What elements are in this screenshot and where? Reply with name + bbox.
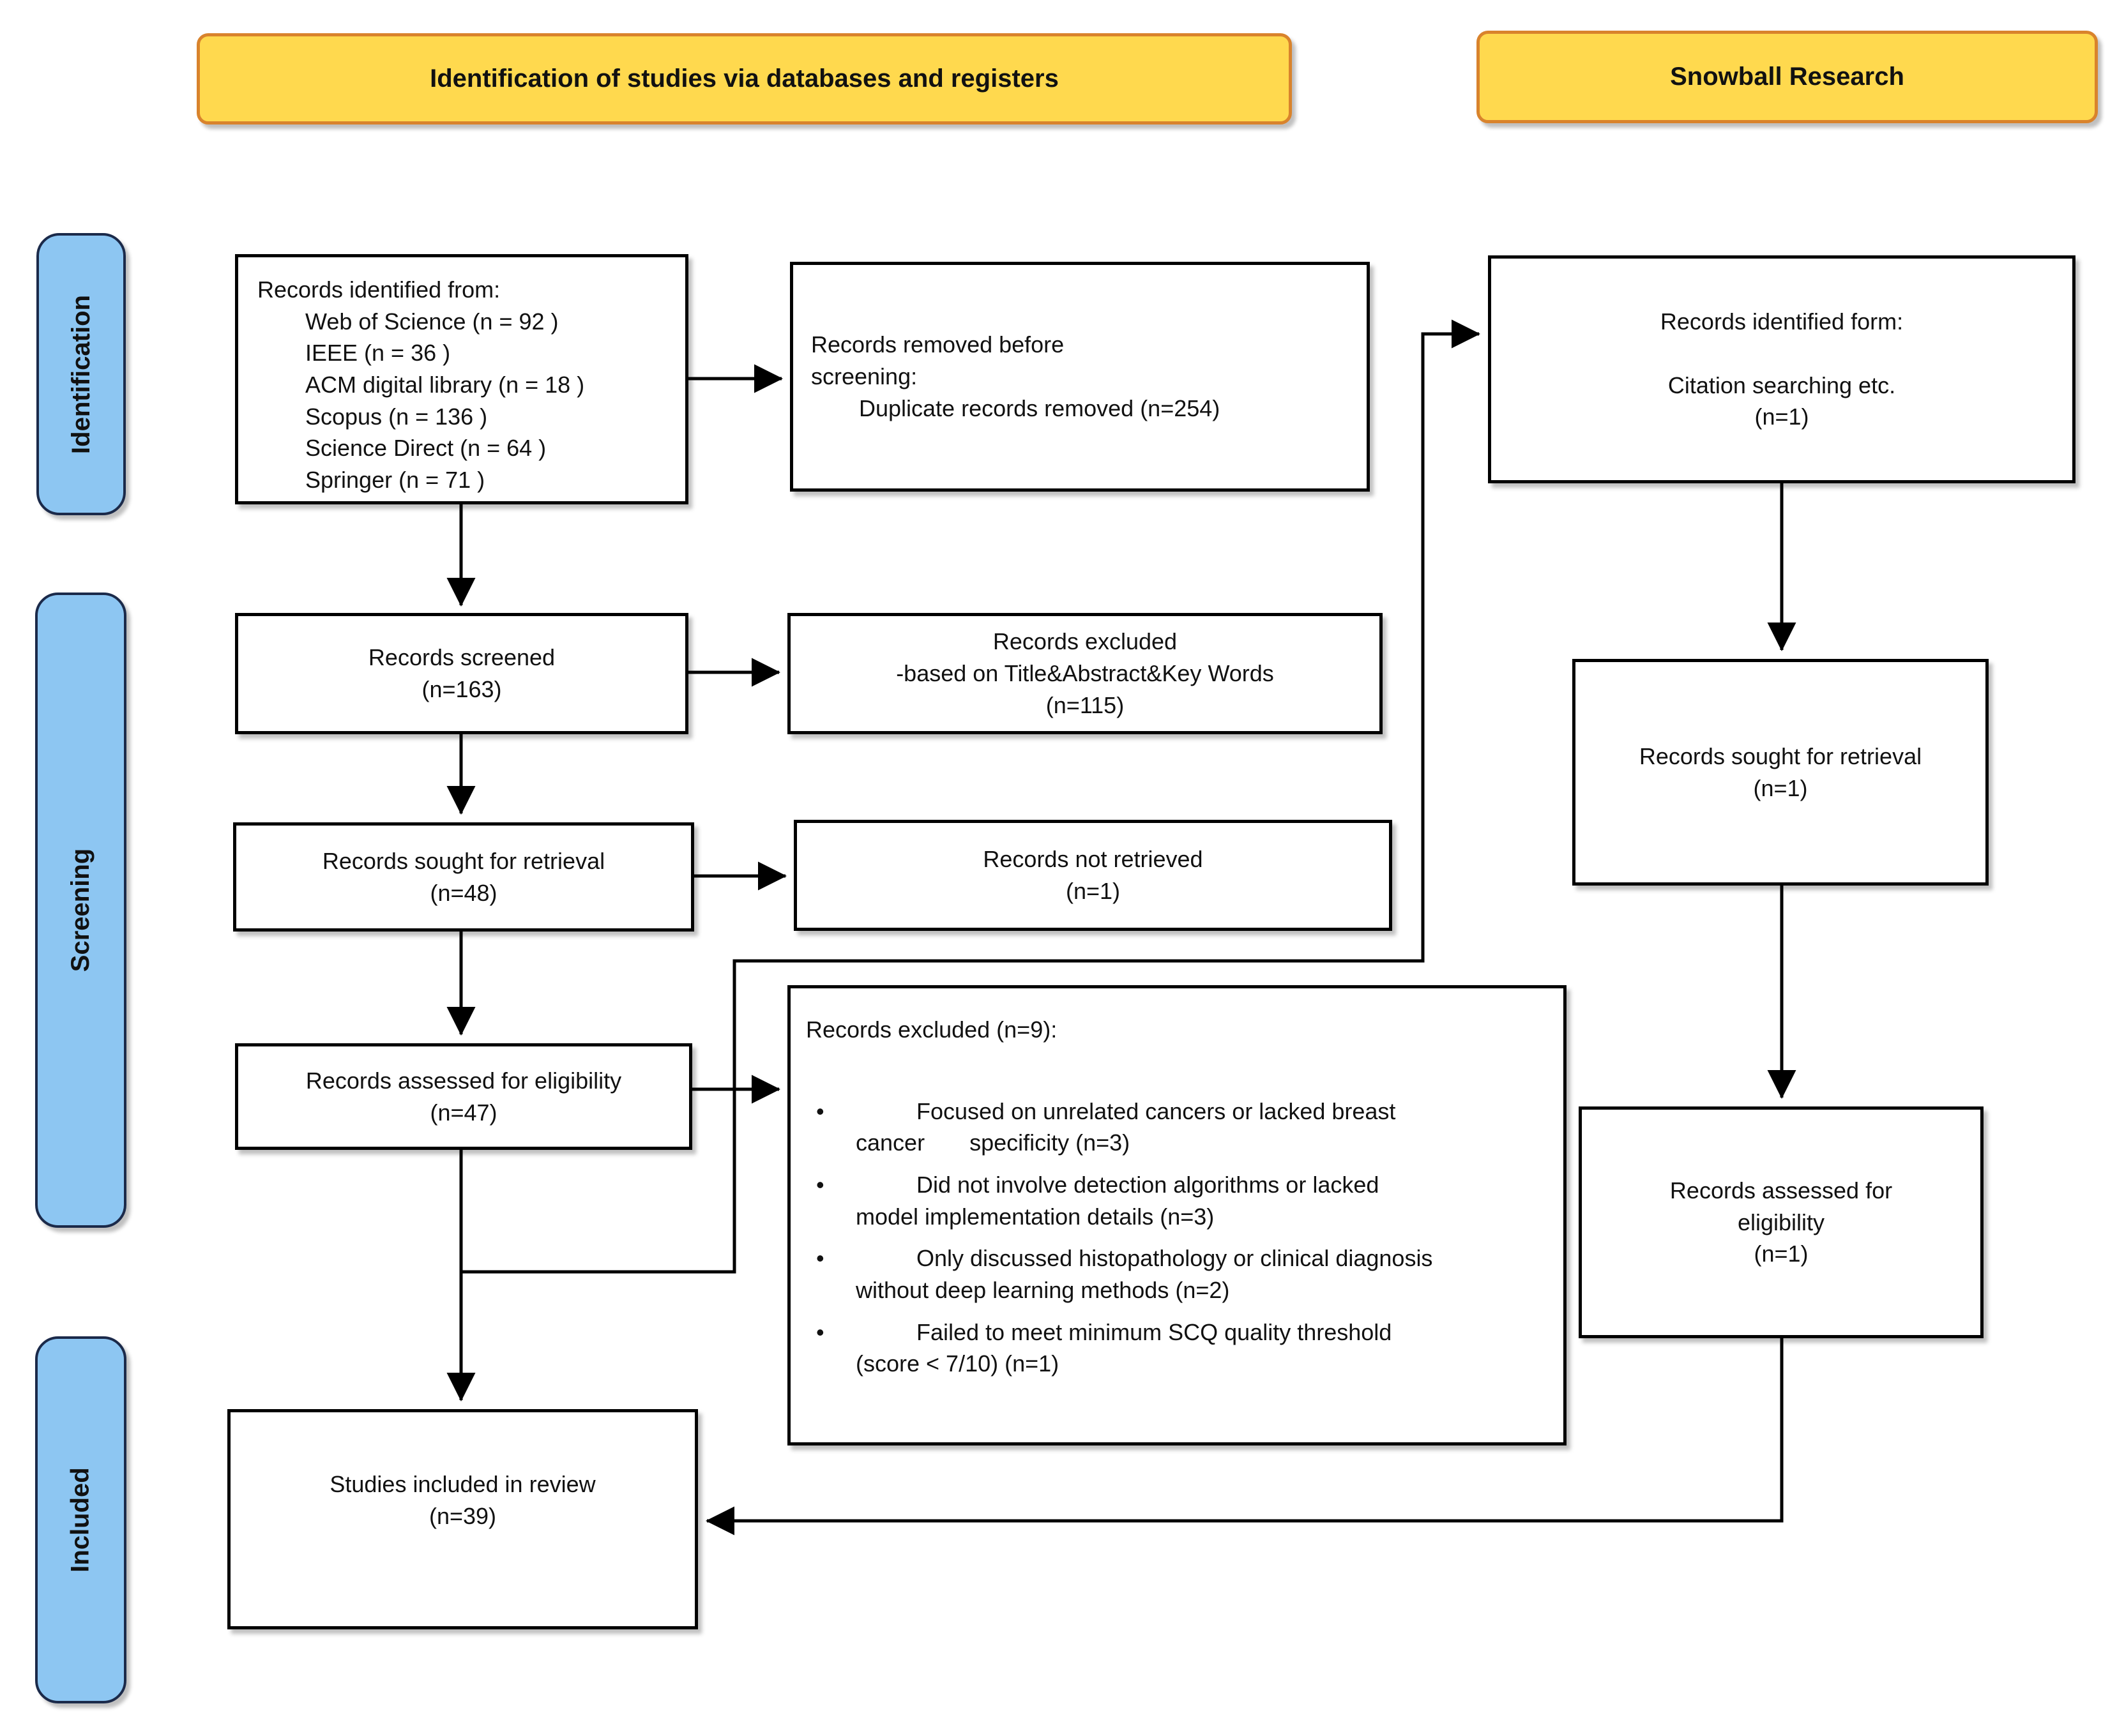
duplicates-removed: Duplicate records removed (n=254) xyxy=(859,395,1220,421)
source-scopus: Scopus (n = 136 ) xyxy=(305,403,488,430)
box-records-identified: Records identified from: Web of Science … xyxy=(235,254,688,504)
box-records-sought: Records sought for retrieval (n=48) xyxy=(233,822,694,932)
exclusion-reason-scq-threshold: Failed to meet minimum SCQ quality thres… xyxy=(856,1318,1392,1377)
source-springer: Springer (n = 71 ) xyxy=(305,467,485,494)
box-snowball-records-sought: Records sought for retrieval (n=1) xyxy=(1572,659,1989,886)
records-screened-text: Records screened (n=163) xyxy=(368,644,556,702)
stage-identification-label: Identification xyxy=(66,294,95,454)
snowball-identified-text: Records identified form: Citation search… xyxy=(1660,308,1904,430)
stage-identification: Identification xyxy=(36,233,126,515)
records-not-retrieved-text: Records not retrieved (n=1) xyxy=(983,846,1203,904)
box-snowball-records-identified: Records identified form: Citation search… xyxy=(1488,255,2075,483)
box-records-not-retrieved: Records not retrieved (n=1) xyxy=(794,820,1392,931)
list-item: • Did not involve detection algorithms o… xyxy=(806,1169,1549,1232)
exclusion-reason-list: • Focused on unrelated cancers or lacked… xyxy=(806,1096,1549,1380)
list-item: • Failed to meet minimum SCQ quality thr… xyxy=(806,1317,1549,1380)
records-identified-title: Records identified from: xyxy=(257,276,501,303)
source-web-of-science: Web of Science (n = 92 ) xyxy=(305,308,559,335)
box-snowball-records-assessed: Records assessed for eligibility (n=1) xyxy=(1579,1106,1984,1338)
bullet-icon: • xyxy=(816,1172,824,1198)
stage-screening-label: Screening xyxy=(66,848,95,972)
box-studies-included: Studies included in review (n=39) xyxy=(227,1409,698,1629)
studies-included-text: Studies included in review (n=39) xyxy=(330,1471,596,1529)
records-sought-text: Records sought for retrieval (n=48) xyxy=(322,847,605,906)
source-ieee: IEEE (n = 36 ) xyxy=(305,340,451,366)
list-item: • Focused on unrelated cancers or lacked… xyxy=(806,1096,1549,1159)
records-excluded-screening-text: Records excluded -based on Title&Abstrac… xyxy=(896,628,1274,718)
bullet-icon: • xyxy=(816,1245,824,1272)
records-assessed-text: Records assessed for eligibility (n=47) xyxy=(305,1067,622,1126)
stage-included-label: Included xyxy=(66,1467,95,1573)
snowball-sought-text: Records sought for retrieval (n=1) xyxy=(1639,743,1922,801)
box-records-excluded-eligibility: Records excluded (n=9): • Focused on unr… xyxy=(787,985,1567,1445)
header-snowball-research: Snowball Research xyxy=(1476,31,2098,123)
box-records-excluded-screening: Records excluded -based on Title&Abstrac… xyxy=(787,613,1383,734)
source-science-direct: Science Direct (n = 64 ) xyxy=(305,435,547,462)
bullet-icon: • xyxy=(816,1098,824,1124)
list-item: • Only discussed histopathology or clini… xyxy=(806,1242,1549,1306)
records-excluded-eligibility-title: Records excluded (n=9): xyxy=(806,1016,1058,1043)
header-databases-registers: Identification of studies via databases … xyxy=(197,33,1292,125)
records-removed-line1: Records removed before xyxy=(811,331,1065,358)
stage-included: Included xyxy=(35,1336,126,1703)
arrow-branch-to-snowball-top xyxy=(461,319,1480,1274)
arrow-snowball-assessed-to-included xyxy=(706,1338,1784,1536)
source-acm: ACM digital library (n = 18 ) xyxy=(305,372,585,398)
exclusion-reason-no-detection-algorithms: Did not involve detection algorithms or … xyxy=(856,1172,1379,1230)
header-databases-label: Identification of studies via databases … xyxy=(430,64,1059,93)
box-records-removed: Records removed before screening: Duplic… xyxy=(790,262,1370,492)
exclusion-reason-unrelated-cancers: Focused on unrelated cancers or lacked b… xyxy=(856,1098,1396,1156)
box-records-screened: Records screened (n=163) xyxy=(235,613,688,734)
exclusion-reason-histopathology-only: Only discussed histopathology or clinica… xyxy=(856,1245,1433,1304)
box-records-assessed: Records assessed for eligibility (n=47) xyxy=(235,1043,692,1150)
snowball-assessed-text: Records assessed for eligibility (n=1) xyxy=(1669,1177,1893,1267)
stage-screening: Screening xyxy=(35,593,126,1228)
records-removed-line2: screening: xyxy=(811,363,918,390)
bullet-icon: • xyxy=(816,1318,824,1345)
header-snowball-label: Snowball Research xyxy=(1670,63,1904,91)
